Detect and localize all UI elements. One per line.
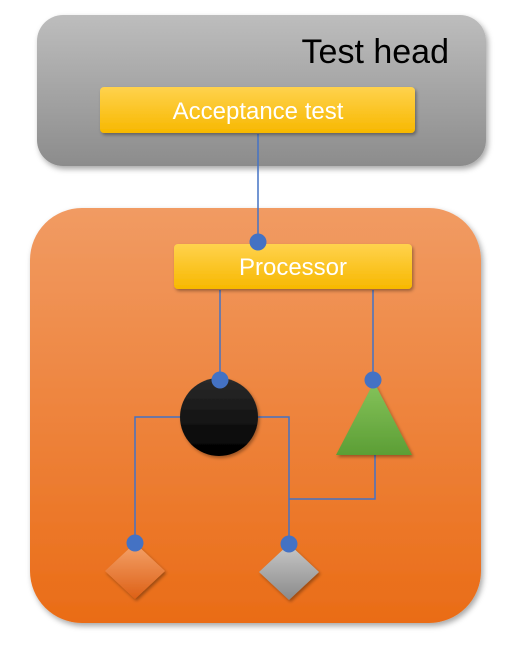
connection-point-triangle (364, 371, 382, 389)
connection-point-circle (211, 371, 229, 389)
connection-point-processor (249, 233, 267, 251)
connection-point-orange-diamond (126, 534, 144, 552)
processor-node[interactable]: Processor (174, 244, 412, 289)
test-head-title: Test head (302, 33, 449, 71)
gray-diamond-node[interactable] (259, 544, 319, 600)
connector-circle-gray-diamond (258, 416, 290, 544)
orange-diamond-node[interactable] (105, 543, 165, 599)
black-circle-node[interactable] (180, 378, 258, 456)
processor-box[interactable] (174, 244, 412, 289)
acceptance-test-box[interactable] (100, 87, 415, 133)
green-triangle-node[interactable] (336, 382, 412, 455)
acceptance-test-node[interactable]: Acceptance test (100, 87, 415, 133)
connector-triangle-gray-diamond (289, 455, 376, 500)
connection-points (126, 233, 382, 553)
acceptance-test-label: Acceptance test (173, 98, 344, 125)
connector-circle-orange-diamond (134, 416, 182, 543)
processor-label: Processor (239, 254, 347, 281)
connection-point-gray-diamond (280, 535, 298, 553)
connectors (134, 134, 376, 544)
